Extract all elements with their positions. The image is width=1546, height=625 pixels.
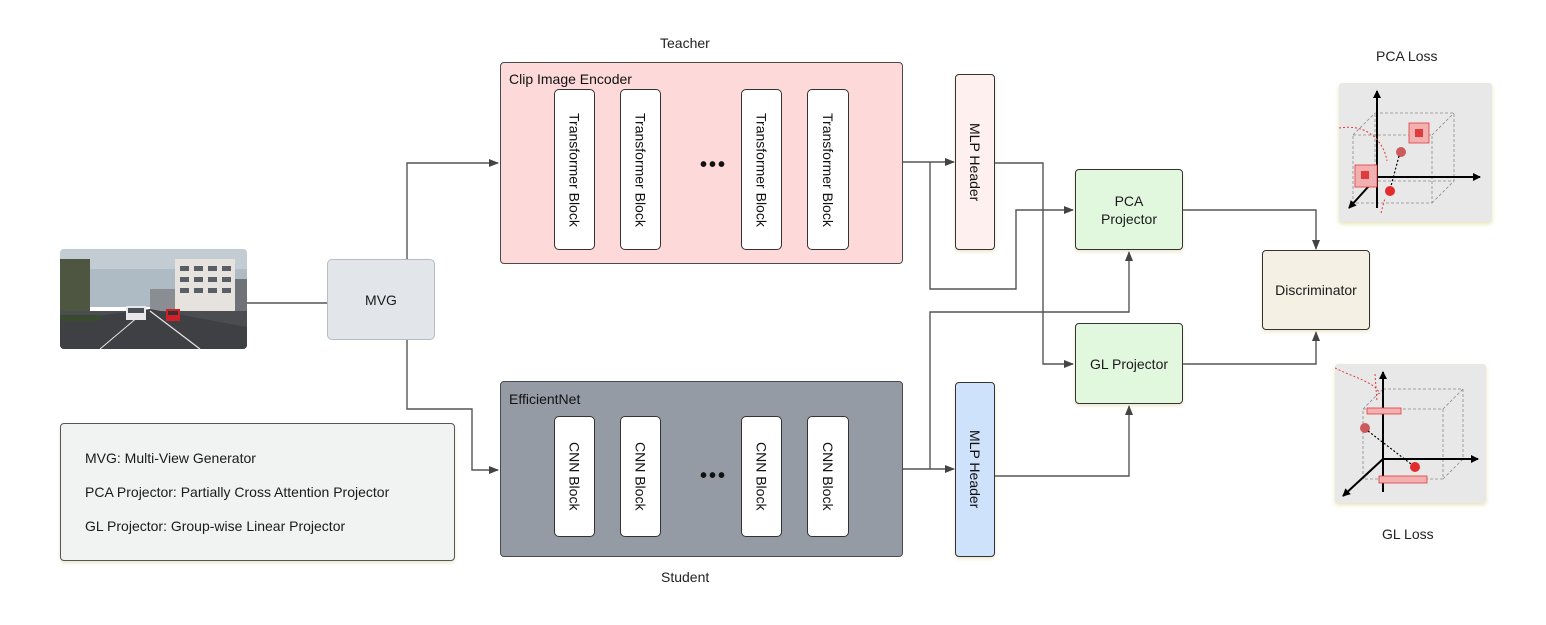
arrow-student-to-pca xyxy=(929,251,1133,469)
mvg-label: MVG xyxy=(365,291,397,308)
student-label: Student xyxy=(661,569,710,585)
teacher-ellipsis: ••• xyxy=(700,154,728,176)
pca-loss-illustration xyxy=(1338,83,1492,222)
cnn-block-label: CNN Block xyxy=(753,442,770,511)
transformer-block-3: Transformer Block xyxy=(741,89,782,250)
mlp-header-teacher: MLP Header xyxy=(955,74,995,250)
mlp-header-label: MLP Header xyxy=(967,122,983,202)
arrow-gl-to-disc xyxy=(1183,331,1320,365)
transformer-block-2: Transformer Block xyxy=(620,89,661,250)
teacher-encoder-title: Clip Image Encoder xyxy=(509,71,632,87)
transformer-block-1: Transformer Block xyxy=(554,89,595,250)
student-encoder-title: EfficientNet xyxy=(509,391,581,407)
transformer-block-label: Transformer Block xyxy=(566,112,583,227)
teacher-label: Teacher xyxy=(660,35,710,51)
legend-box: MVG: Multi-View Generator PCA Projector:… xyxy=(60,423,455,561)
student-ellipsis: ••• xyxy=(700,465,728,487)
mlp-header-student: MLP Header xyxy=(955,382,995,557)
arrow-teacher-to-pca xyxy=(929,162,1074,290)
gl-projector: GL Projector xyxy=(1075,323,1183,404)
legend-pca-projector: PCA Projector: Partially Cross Attention… xyxy=(85,484,390,500)
mlp-header-label: MLP Header xyxy=(967,430,983,509)
transformer-block-4: Transformer Block xyxy=(807,89,849,250)
pca-loss-label: PCA Loss xyxy=(1376,48,1438,64)
gl-loss-label: GL Loss xyxy=(1382,526,1434,542)
legend-mvg: MVG: Multi-View Generator xyxy=(85,450,256,466)
cnn-block-label: CNN Block xyxy=(632,442,649,511)
discriminator-label: Discriminator xyxy=(1275,282,1357,298)
cnn-block-label: CNN Block xyxy=(566,442,583,511)
mvg-node: MVG xyxy=(327,259,435,340)
cnn-block-2: CNN Block xyxy=(620,416,661,537)
transformer-block-label: Transformer Block xyxy=(632,112,649,227)
transformer-block-label: Transformer Block xyxy=(753,112,770,227)
cnn-block-label: CNN Block xyxy=(820,442,836,511)
legend-gl-projector: GL Projector: Group-wise Linear Projecto… xyxy=(85,518,346,534)
pca-projector-line2: Projector xyxy=(1100,210,1158,227)
gl-loss-3d-axes xyxy=(1334,367,1479,497)
gl-loss-illustration xyxy=(1334,364,1486,503)
discriminator: Discriminator xyxy=(1262,250,1370,330)
arrow-mlp-student-to-gl xyxy=(995,405,1133,477)
cnn-block-1: CNN Block xyxy=(554,416,595,537)
cnn-block-3: CNN Block xyxy=(741,416,782,537)
transformer-block-label: Transformer Block xyxy=(820,112,836,227)
arrow-mvg-to-teacher xyxy=(406,159,499,259)
pca-projector: PCA Projector xyxy=(1075,169,1183,250)
cnn-block-4: CNN Block xyxy=(807,416,849,537)
pca-projector-line1: PCA xyxy=(1114,192,1144,209)
gl-projector-label: GL Projector xyxy=(1089,355,1169,372)
arrow-pca-to-disc xyxy=(1183,209,1320,250)
pca-loss-3d-axes xyxy=(1338,90,1481,214)
input-street-image xyxy=(60,249,247,349)
arrow-mvg-to-student xyxy=(406,340,499,474)
arrow-mlp-teacher-to-gl xyxy=(995,162,1074,368)
